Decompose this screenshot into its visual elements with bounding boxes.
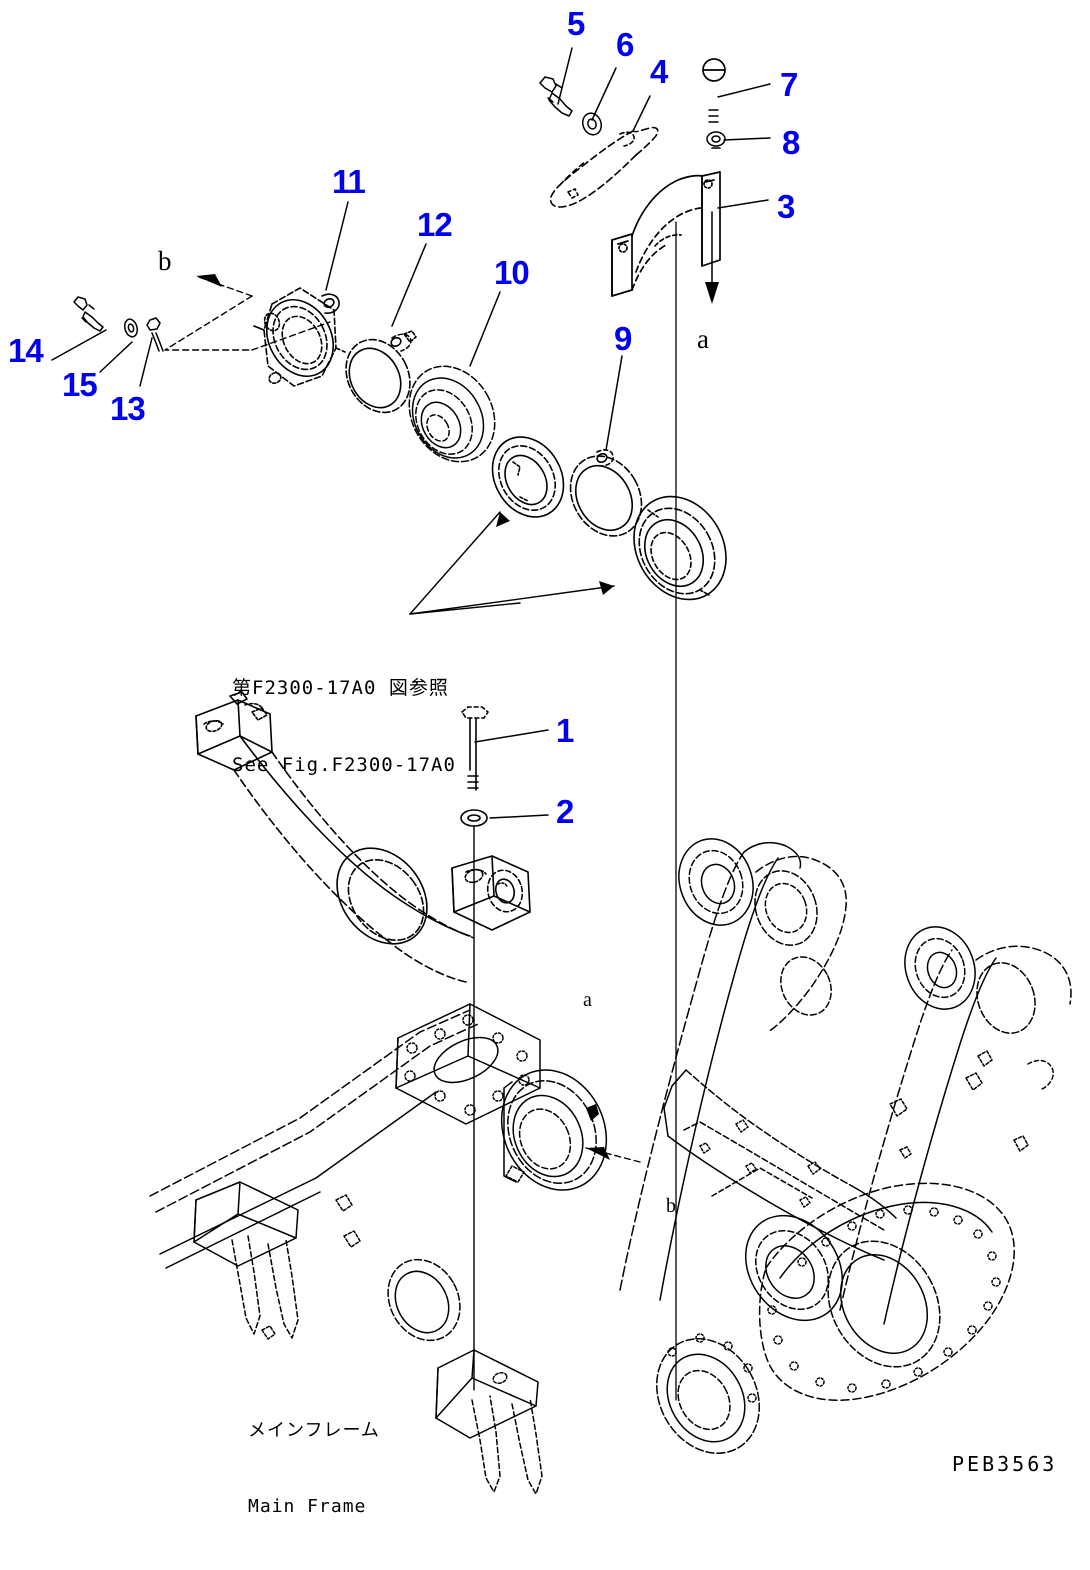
reference-note-en: See Fig.F2300-17A0 — [232, 754, 456, 777]
part-7-plug — [702, 58, 726, 82]
section-mark-b-lower: b — [666, 1195, 676, 1217]
support-arm-assembly — [195, 691, 531, 983]
seal-ring-left — [491, 436, 565, 518]
part-1-pin — [461, 706, 489, 791]
part-5-bolt — [539, 76, 573, 117]
reference-fan-lines — [409, 511, 615, 615]
part-4-support-plate — [549, 126, 659, 208]
part-11-bearing-housing — [253, 287, 346, 387]
mid-left-hub — [387, 1258, 461, 1342]
part-6-washer — [581, 112, 603, 136]
main-frame-assembly — [149, 838, 1072, 1495]
callout-6: 6 — [616, 26, 634, 63]
document-id: PEB3563 — [952, 1452, 1058, 1476]
callout-12: 12 — [417, 206, 453, 243]
bearing-ring-large — [633, 495, 727, 601]
main-frame-label-en: Main Frame — [248, 1495, 367, 1517]
section-mark-a-lower: a — [583, 989, 592, 1011]
technical-line-drawing — [51, 47, 1072, 1495]
part-2-washer — [460, 809, 488, 827]
part-15-washer — [124, 318, 138, 338]
callout-5: 5 — [567, 5, 585, 42]
main-frame-label: メインフレーム Main Frame — [248, 1368, 380, 1570]
section-arrow-b-upper — [164, 274, 331, 351]
right-gear-housing — [744, 1182, 1015, 1401]
center-bearing-bore — [500, 1069, 608, 1191]
part-14-grease-nipple — [73, 296, 104, 332]
leader-lines — [51, 47, 771, 819]
callout-14: 14 — [8, 332, 44, 369]
callout-9: 9 — [614, 320, 632, 357]
callout-13: 13 — [110, 390, 146, 427]
bottom-fork-bracket — [435, 1349, 543, 1495]
section-arrow-a-upper — [705, 211, 719, 304]
callout-11: 11 — [332, 163, 366, 200]
part-9-retainer-ring — [569, 449, 643, 537]
part-12-retainer-ring — [345, 330, 417, 414]
part-13-bolt — [146, 317, 164, 352]
main-frame-label-jp: メインフレーム — [248, 1420, 380, 1442]
callout-3: 3 — [777, 188, 795, 225]
callout-4: 4 — [650, 53, 668, 90]
callout-15: 15 — [62, 366, 98, 403]
parts-diagram-sheet: 1 2 3 4 5 6 7 8 9 10 11 12 13 14 15 b a … — [8, 5, 1072, 1517]
callout-8: 8 — [782, 124, 800, 161]
reference-note: 第F2300-17A0 図参照 See Fig.F2300-17A0 — [232, 625, 456, 830]
section-mark-a-upper: a — [697, 324, 709, 354]
left-fork-bracket — [193, 1181, 299, 1339]
left-lower-hub — [655, 1333, 761, 1454]
part-8-bolt — [706, 109, 726, 149]
section-mark-b-upper: b — [158, 246, 172, 276]
callout-1: 1 — [556, 712, 574, 749]
callout-10: 10 — [494, 254, 530, 291]
reference-note-jp: 第F2300-17A0 図参照 — [232, 677, 449, 700]
callout-2: 2 — [556, 793, 574, 830]
part-3-bearing-cap — [611, 171, 721, 297]
callout-7: 7 — [780, 66, 798, 103]
part-10-oil-seal — [408, 365, 496, 463]
